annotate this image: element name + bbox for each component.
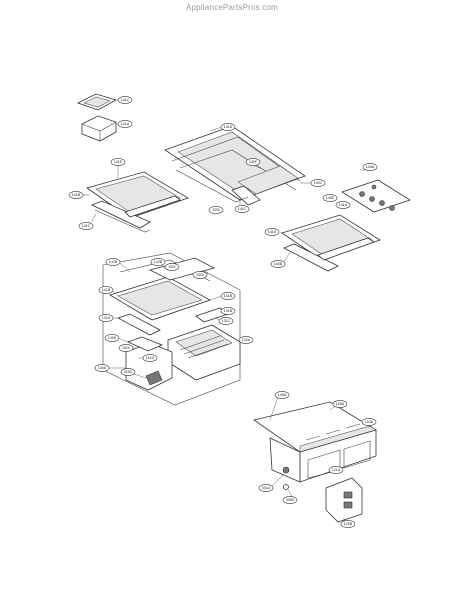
callout-131C: 131C <box>218 317 234 325</box>
right-glass-shelf <box>281 214 381 272</box>
svg-text:141D: 141D <box>224 125 233 129</box>
svg-text:141E: 141E <box>114 160 123 164</box>
callout-141B-b: 141B <box>98 286 114 294</box>
svg-text:140F: 140F <box>249 160 258 164</box>
callout-141C-c: 141C <box>78 222 94 230</box>
svg-text:140A: 140A <box>278 393 287 397</box>
callout-141D: 141D <box>220 123 236 131</box>
svg-text:305D: 305D <box>286 498 295 502</box>
callout-132A: 132A <box>238 336 254 344</box>
callout-140A: 140A <box>274 391 290 399</box>
svg-text:141B: 141B <box>72 193 81 197</box>
svg-text:141G: 141G <box>146 356 155 360</box>
callout-121A: 121A <box>328 466 344 474</box>
svg-text:141C: 141C <box>82 224 91 228</box>
svg-text:132A: 132A <box>242 338 251 342</box>
svg-text:320I: 320I <box>197 273 204 277</box>
callout-155A: 155A <box>332 400 348 408</box>
watermark-text: AppliancePartsPros.com <box>186 3 278 12</box>
svg-text:130A: 130A <box>98 366 107 370</box>
svg-text:131C: 131C <box>222 319 231 323</box>
callout-320I-b: 320I <box>164 263 180 271</box>
callout-154A: 154A <box>361 418 377 426</box>
callout-141E-a: 141E <box>110 158 126 166</box>
svg-text:155A: 155A <box>336 402 345 406</box>
crisper-cover-drawer <box>253 401 377 490</box>
callout-141C-a: 141C <box>117 96 133 104</box>
svg-text:140B: 140B <box>274 262 283 266</box>
svg-text:141C: 141C <box>121 98 130 102</box>
svg-text:121A: 121A <box>332 468 341 472</box>
svg-text:141C: 141C <box>238 207 247 211</box>
svg-text:141B: 141B <box>224 294 233 298</box>
svg-text:320I: 320I <box>213 208 220 212</box>
cover-control-panel <box>325 477 363 523</box>
callout-331A: 331A <box>258 484 274 492</box>
egg-tray-bin <box>76 93 118 111</box>
svg-text:329C: 329C <box>124 370 133 374</box>
svg-text:140C: 140C <box>314 181 323 185</box>
svg-text:131A: 131A <box>102 316 111 320</box>
callout-141B-a: 141B <box>68 191 84 199</box>
svg-text:154A: 154A <box>365 420 374 424</box>
callout-131A: 131A <box>98 314 114 322</box>
callout-120B: 120B <box>340 520 356 528</box>
callout-141C-b: 141C <box>234 205 250 213</box>
center-shelf-assembly <box>164 125 306 206</box>
callout-141B-c: 141B <box>220 292 236 300</box>
callout-320I-c: 320I <box>192 271 208 279</box>
svg-text:144A: 144A <box>366 165 375 169</box>
svg-text:320I: 320I <box>169 265 176 269</box>
callout-140F: 140F <box>245 158 261 166</box>
svg-text:131B: 131B <box>224 309 233 313</box>
can-rack <box>341 179 411 213</box>
callout-140C: 140C <box>310 179 326 187</box>
callout-141G: 141G <box>142 354 158 362</box>
svg-text:142B: 142B <box>109 260 118 264</box>
callout-142B-b: 142B <box>150 258 166 266</box>
svg-text:141E: 141E <box>268 230 277 234</box>
callout-305D: 305D <box>282 496 298 504</box>
svg-text:130E: 130E <box>108 336 117 340</box>
callout-329C: 329C <box>120 368 136 376</box>
left-glass-shelf <box>86 171 189 233</box>
svg-text:120B: 120B <box>344 522 353 526</box>
svg-text:141A: 141A <box>339 203 348 207</box>
callout-130A: 130A <box>94 364 110 372</box>
callout-140B: 140B <box>270 260 286 268</box>
callout-130E: 130E <box>104 334 120 342</box>
callout-131B: 131B <box>220 307 236 315</box>
small-bin <box>81 115 117 142</box>
svg-text:141A: 141A <box>121 122 130 126</box>
callout-144A: 144A <box>362 163 378 171</box>
callout-141E-b: 141E <box>264 228 280 236</box>
callout-141A-b: 141A <box>335 201 351 209</box>
callout-320I-d: 320I <box>118 344 134 352</box>
callout-142B-a: 142B <box>105 258 121 266</box>
crisper-assembly <box>102 252 241 406</box>
callout-141A-a: 141A <box>117 120 133 128</box>
svg-text:142B: 142B <box>154 260 163 264</box>
callout-140E: 140E <box>322 194 338 202</box>
svg-text:141B: 141B <box>102 288 111 292</box>
callout-320I-a: 320I <box>208 206 224 214</box>
svg-text:320I: 320I <box>123 346 130 350</box>
svg-text:140E: 140E <box>326 196 335 200</box>
svg-text:331A: 331A <box>262 486 271 490</box>
